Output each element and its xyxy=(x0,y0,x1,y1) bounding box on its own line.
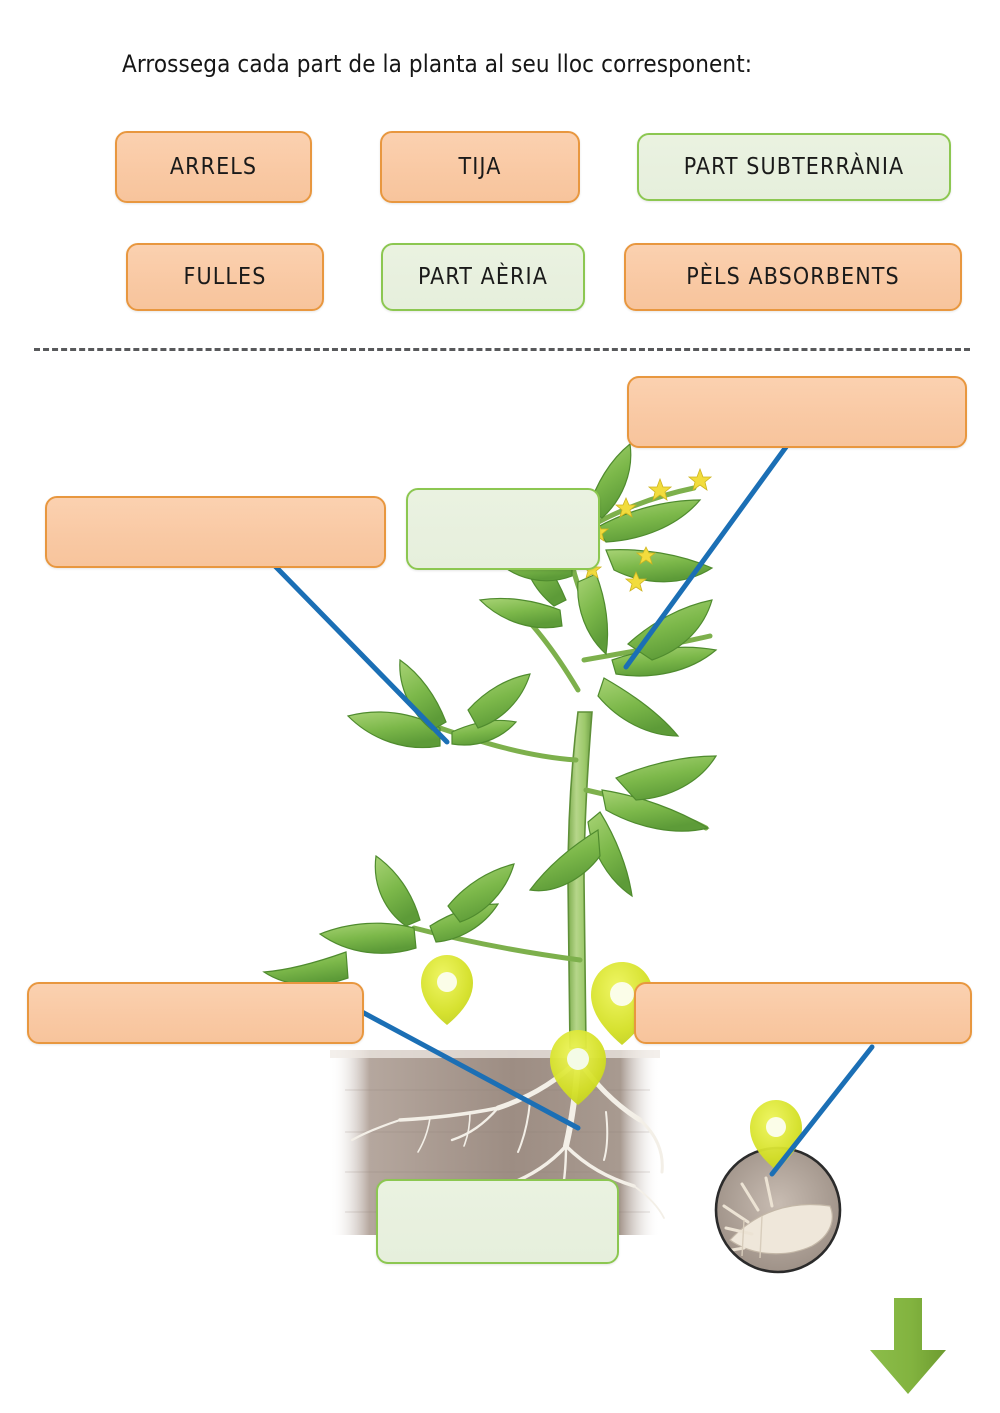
word-tile-pels-absorbents[interactable]: PÈLS ABSORBENTS xyxy=(624,243,962,311)
word-tile-label: TIJA xyxy=(458,154,502,180)
page-title: Arrossega cada part de la planta al seu … xyxy=(122,50,753,78)
word-tile-label: FULLES xyxy=(183,264,267,290)
word-tile-part-aeria[interactable]: PART AÈRIA xyxy=(381,243,585,311)
word-tile-fulles[interactable]: FULLES xyxy=(126,243,324,311)
dropzone-left-upper[interactable] xyxy=(45,496,386,568)
root-hairs-inset xyxy=(714,1146,842,1274)
word-tile-label: PART AÈRIA xyxy=(418,264,548,290)
word-tile-part-subterrania[interactable]: PART SUBTERRÀNIA xyxy=(637,133,951,201)
dashed-divider xyxy=(34,348,970,351)
dropzone-underground[interactable] xyxy=(376,1179,619,1264)
word-tile-label: PART SUBTERRÀNIA xyxy=(683,154,905,180)
dropzone-left-lower[interactable] xyxy=(27,982,364,1044)
next-arrow-button[interactable] xyxy=(866,1296,950,1396)
dropzone-top-right[interactable] xyxy=(627,376,967,448)
word-tile-arrels[interactable]: ARRELS xyxy=(115,131,312,203)
pin-leaf[interactable] xyxy=(421,955,473,1025)
dropzone-right-lower[interactable] xyxy=(634,982,972,1044)
dropzone-aerial-part[interactable] xyxy=(406,488,600,570)
word-tile-tija[interactable]: TIJA xyxy=(380,131,580,203)
word-tile-label: PÈLS ABSORBENTS xyxy=(686,264,900,290)
word-tile-label: ARRELS xyxy=(169,154,258,180)
arrow-down-icon xyxy=(870,1298,946,1394)
